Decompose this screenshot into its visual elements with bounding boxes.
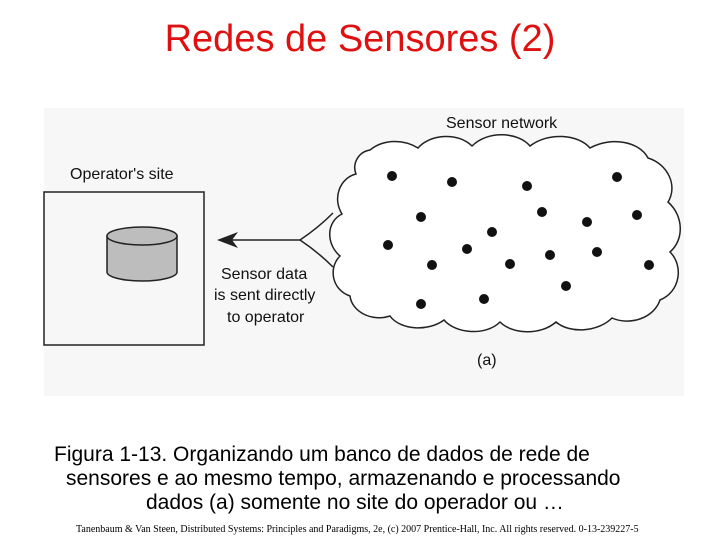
sensor-network-cloud xyxy=(329,134,681,333)
sensor-node xyxy=(487,227,497,237)
subfigure-label: (a) xyxy=(477,352,497,369)
sensor-node xyxy=(462,244,472,254)
sensor-node xyxy=(427,260,437,270)
sensor-node xyxy=(505,259,515,269)
copyright-credit: Tanenbaum & Van Steen, Distributed Syste… xyxy=(76,524,639,535)
sensor-node xyxy=(545,250,555,260)
sensor-network-label: Sensor network xyxy=(446,115,558,132)
data-flow-arrow xyxy=(232,212,334,268)
sensor-node xyxy=(632,210,642,220)
caption-line-2: sensores e ao mesmo tempo, armazenando e… xyxy=(66,467,621,490)
data-label-line-2: is sent directly xyxy=(214,287,316,304)
arrow-head xyxy=(217,232,238,248)
sensor-node xyxy=(479,294,489,304)
sensor-node xyxy=(416,212,426,222)
sensor-node xyxy=(644,260,654,270)
sensor-node xyxy=(416,299,426,309)
caption-line-1: Figura 1-13. Organizando um banco de dad… xyxy=(54,443,590,466)
sensor-node xyxy=(582,217,592,227)
sensor-node xyxy=(447,177,457,187)
slide-title: Redes de Sensores (2) xyxy=(164,18,556,60)
sensor-node xyxy=(383,240,393,250)
database-icon xyxy=(106,226,178,282)
sensor-node xyxy=(387,171,397,181)
sensor-node xyxy=(612,172,622,182)
sensor-nodes xyxy=(383,171,654,309)
sensor-node xyxy=(561,281,571,291)
operator-site-label: Operator's site xyxy=(70,166,174,183)
data-label-line-3: to operator xyxy=(227,309,305,326)
sensor-node xyxy=(537,207,547,217)
figure-caption: Figura 1-13. Organizando um banco de dad… xyxy=(54,443,714,515)
data-label-line-1: Sensor data xyxy=(221,266,308,283)
sensor-node xyxy=(592,247,602,257)
caption-line-3: dados (a) somente no site do operador ou… xyxy=(146,491,564,514)
sensor-node xyxy=(522,181,532,191)
